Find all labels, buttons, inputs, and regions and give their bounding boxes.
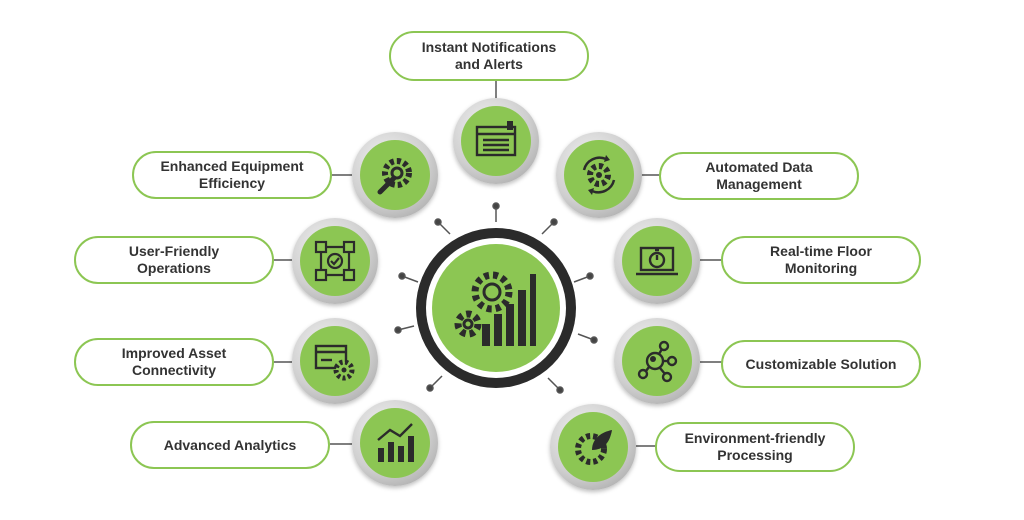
gear-cycle-icon — [582, 155, 616, 195]
feature-pill-analytics: Advanced Analytics — [130, 421, 330, 469]
feature-pill-customizable: Customizable Solution — [721, 340, 921, 388]
browser-window-alert-icon — [475, 121, 517, 157]
hub-ray-dot — [556, 386, 564, 394]
hub-ray-dot — [550, 218, 558, 226]
gear-bar-chart-icon — [454, 271, 536, 346]
feature-node-customizable — [614, 318, 700, 404]
feature-node-monitoring — [614, 218, 700, 304]
central-hub — [416, 228, 576, 388]
feature-node-operations — [292, 218, 378, 304]
feature-node-data — [556, 132, 642, 218]
feature-pill-environment: Environment-friendly Processing — [655, 422, 855, 472]
hub-ray-dot — [426, 384, 434, 392]
laptop-stopwatch-icon — [636, 246, 678, 276]
feature-node-equipment — [352, 132, 438, 218]
hub-ray-dot — [492, 202, 500, 210]
feature-pill-connectivity: Improved Asset Connectivity — [74, 338, 274, 386]
user-network-check-icon — [314, 240, 356, 282]
feature-pill-monitoring: Real-time Floor Monitoring — [721, 236, 921, 284]
feature-pill-equipment: Enhanced Equipment Efficiency — [132, 151, 332, 199]
feature-pill-operations: User-Friendly Operations — [74, 236, 274, 284]
card-gear-icon — [314, 344, 355, 381]
feature-pill-data: Automated Data Management — [659, 152, 859, 200]
hub-ray-dot — [586, 272, 594, 280]
hub-core — [432, 244, 560, 372]
gear-wrench-icon — [377, 158, 412, 195]
node-network-icon — [637, 340, 678, 383]
gear-leaf-icon — [575, 430, 612, 465]
hub-ray-dot — [434, 218, 442, 226]
hub-ray-dot — [590, 336, 598, 344]
hub-ray-dot — [398, 272, 406, 280]
feature-node-environment — [550, 404, 636, 490]
feature-node-analytics — [352, 400, 438, 486]
feature-pill-notifications: Instant Notifications and Alerts — [389, 31, 589, 81]
feature-node-connectivity — [292, 318, 378, 404]
bar-chart-trend-icon — [377, 423, 414, 462]
feature-node-notifications — [453, 98, 539, 184]
hub-ray-dot — [394, 326, 402, 334]
